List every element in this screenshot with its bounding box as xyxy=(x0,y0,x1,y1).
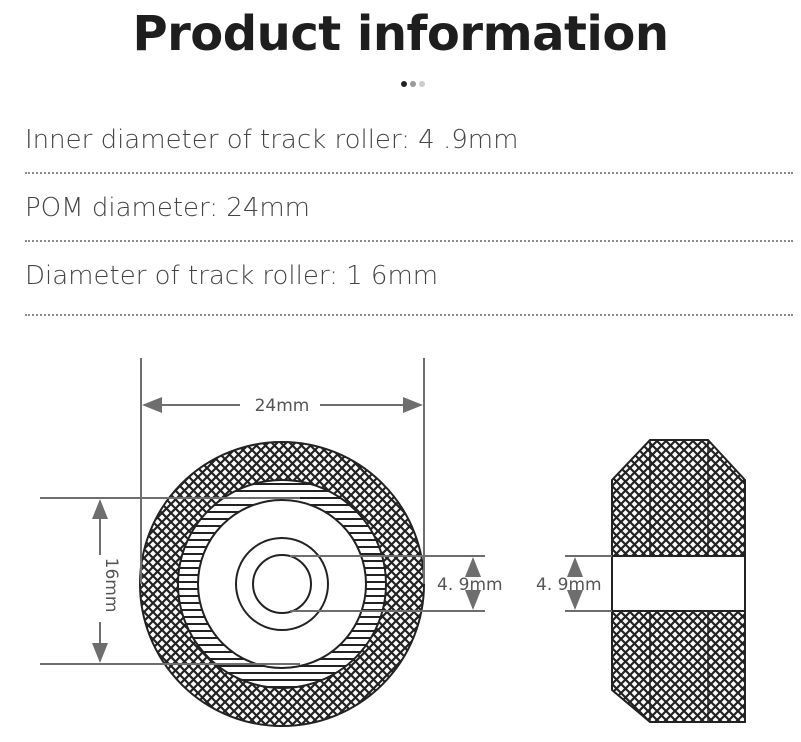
spec-pom-diameter: POM diameter: 24mm xyxy=(25,193,311,223)
front-view xyxy=(139,441,425,727)
pager-dots xyxy=(401,81,425,87)
side-view xyxy=(611,439,746,723)
divider xyxy=(25,240,793,242)
side-bore-label: 4. 9mm xyxy=(536,575,602,595)
height-dimension-label: 16mm xyxy=(101,558,121,613)
pager-dot xyxy=(419,81,425,87)
front-bore-label: 4. 9mm xyxy=(437,575,503,595)
pager-dot xyxy=(410,81,416,87)
page-title: Product information xyxy=(132,6,669,62)
spec-roller-diameter: Diameter of track roller: 1 6mm xyxy=(25,261,439,291)
divider xyxy=(25,172,793,174)
divider xyxy=(25,314,793,316)
pager-dot-active xyxy=(401,81,407,87)
dimension-lines xyxy=(40,358,612,665)
spec-inner-diameter: Inner diameter of track roller: 4 .9mm xyxy=(25,125,519,155)
width-dimension-label: 24mm xyxy=(255,396,310,416)
